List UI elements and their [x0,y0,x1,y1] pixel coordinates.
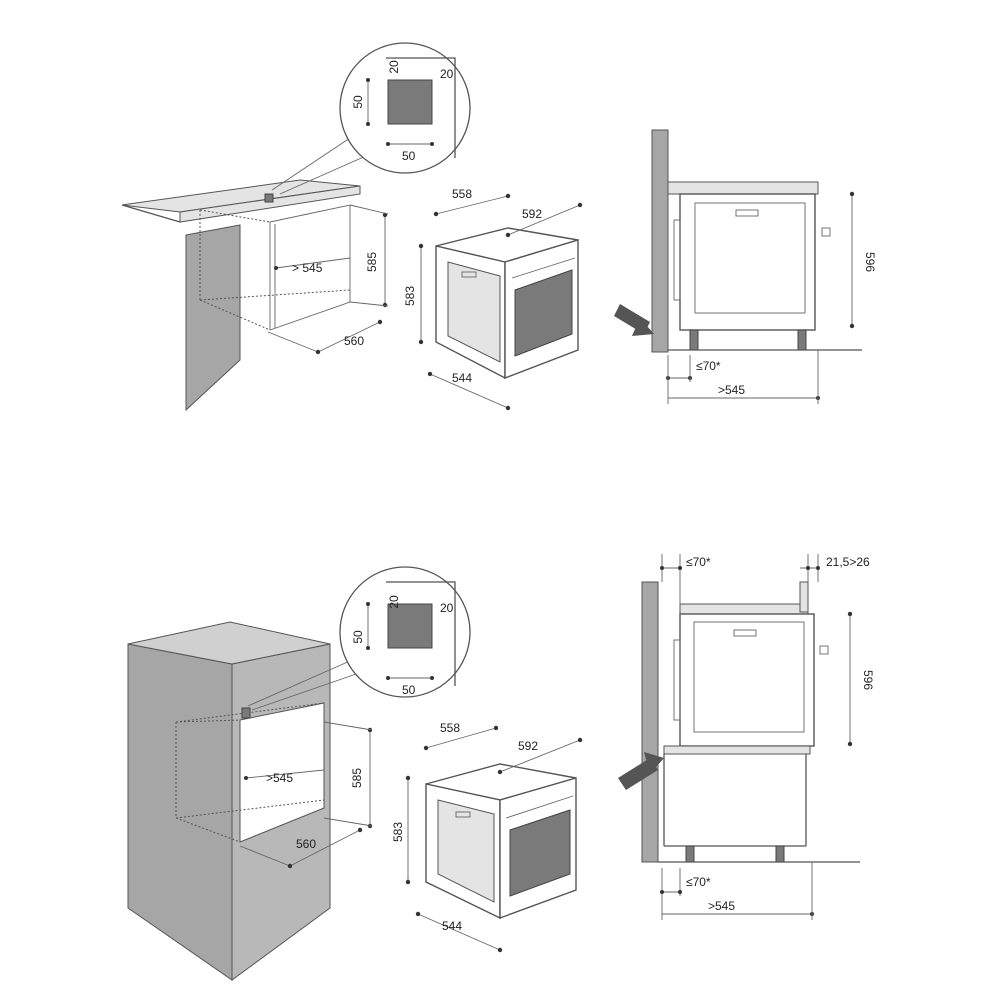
svg-text:583: 583 [403,286,417,306]
svg-text:50: 50 [351,630,365,644]
svg-text:>545: >545 [708,899,735,913]
bottom-left-niche-diagram: >545 585 560 20 20 50 50 [127,566,471,981]
svg-text:560: 560 [296,837,316,851]
svg-text:50: 50 [402,149,416,163]
svg-text:585: 585 [350,768,364,788]
svg-text:20: 20 [440,601,454,615]
svg-text:20: 20 [440,67,454,81]
column-wall [641,581,659,863]
niche-height-label: 585 [365,252,379,272]
bottom-section-diagram: ≤70* 21,5>26 596 ≤70* >545 [618,554,875,920]
cabinet-side [185,224,241,412]
oven-section [679,193,816,331]
svg-text:558: 558 [452,187,472,201]
svg-text:592: 592 [518,739,538,753]
top-left-niche-diagram: > 545 585 560 20 20 50 50 [121,42,471,412]
svg-text:558: 558 [440,721,460,735]
svg-text:596: 596 [863,252,877,272]
top-oven-diagram: 558 592 583 544 [403,187,583,411]
svg-text:>545: >545 [266,771,293,785]
niche-width-label: 560 [344,334,364,348]
column-side [127,643,233,981]
svg-text:596: 596 [861,670,875,690]
svg-text:50: 50 [351,95,365,109]
svg-text:≤70*: ≤70* [686,875,711,889]
svg-text:≤70*: ≤70* [686,555,711,569]
top-section-diagram: 596 ≤70* >545 [614,129,877,404]
svg-text:592: 592 [522,207,542,221]
niche-depth-label: > 545 [292,261,323,275]
svg-text:544: 544 [452,371,472,385]
svg-text:>545: >545 [718,383,745,397]
svg-text:20: 20 [387,60,401,74]
svg-text:50: 50 [402,683,416,697]
bottom-oven-diagram: 558 592 583 544 [391,721,583,953]
oven-window [514,269,573,357]
svg-text:583: 583 [391,822,405,842]
svg-text:20: 20 [387,595,401,609]
svg-text:≤70*: ≤70* [696,359,721,373]
vent-cutout [264,193,274,203]
svg-text:544: 544 [442,919,462,933]
worktop-section [667,181,819,195]
svg-text:21,5>26: 21,5>26 [826,555,870,569]
cabinet-wall [651,129,669,353]
detail-vent [387,79,433,125]
